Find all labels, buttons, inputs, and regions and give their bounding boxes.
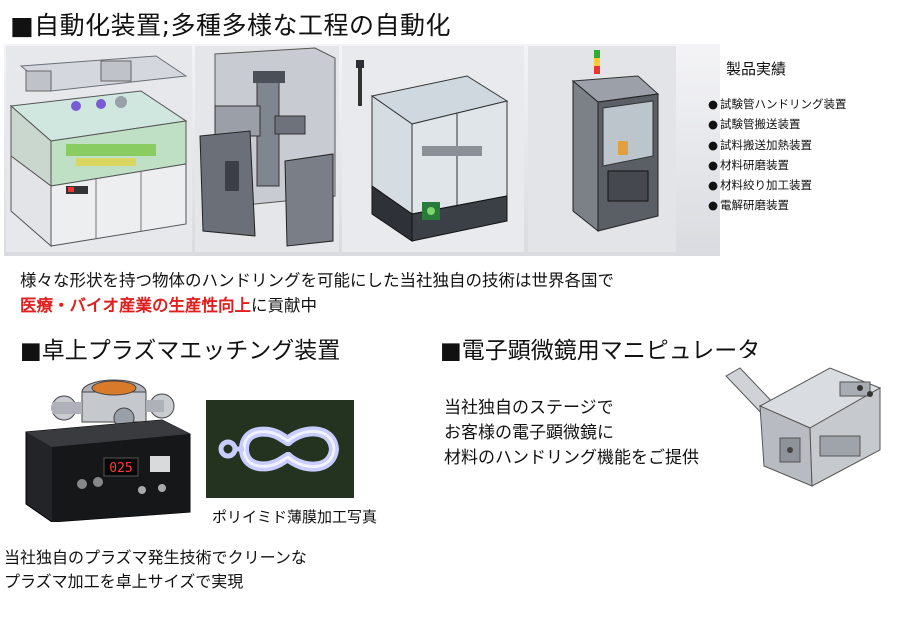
plasma-display-readout: 025 [109,461,132,476]
manipulator-line-3: 材料のハンドリング機能をご提供 [444,448,699,468]
list-item: 試験管ハンドリング装置 [708,94,847,114]
plasma-line-1: 当社独自のプラズマ発生技術でクリーンな [4,548,307,567]
list-item: 試験管搬送装置 [708,114,847,134]
manipulator-line-2: お客様の電子顕微鏡に [444,423,614,443]
machine-image-2 [195,46,339,252]
machine-image-3 [342,46,524,252]
list-item: 材料研磨装置 [708,155,847,175]
plasma-device-image: 025 [22,372,194,523]
polyimide-film-photo [206,400,354,498]
page-title: ■自動化装置;多種多様な工程の自動化 [10,11,452,40]
intro-line-1: 様々な形状を持つ物体のハンドリングを可能にした当社独自の技術は世界各国で [20,271,614,290]
manipulator-description: 当社独自のステージで お客様の電子顕微鏡に 材料のハンドリング機能をご提供 [444,396,699,471]
plasma-line-2: プラズマ加工を卓上サイズで実現 [4,572,244,591]
list-item: 材料絞り加工装置 [708,175,847,195]
manipulator-line-1: 当社独自のステージで [444,398,614,418]
intro-highlight: 医療・バイオ産業の生産性向上 [20,296,251,315]
list-item: 試料搬送加熱装置 [708,135,847,155]
intro-paragraph: 様々な形状を持つ物体のハンドリングを可能にした当社独自の技術は世界各国で 医療・… [20,268,614,318]
list-item: 電解研磨装置 [708,195,847,215]
manipulator-image [720,358,885,498]
machine-image-1 [6,46,192,252]
products-list: 試験管ハンドリング装置 試験管搬送装置 試料搬送加熱装置 材料研磨装置 材料絞り… [708,94,847,216]
polyimide-caption: ポリイミド薄膜加工写真 [212,508,378,526]
intro-line-2: に貢献中 [251,296,317,315]
products-title: 製品実績 [726,60,787,78]
plasma-section-title: ■卓上プラズマエッチング装置 [20,338,341,364]
manipulator-section-title: ■電子顕微鏡用マニピュレータ [440,338,761,364]
plasma-description: 当社独自のプラズマ発生技術でクリーンな プラズマ加工を卓上サイズで実現 [4,546,307,594]
machine-image-4 [528,46,676,252]
